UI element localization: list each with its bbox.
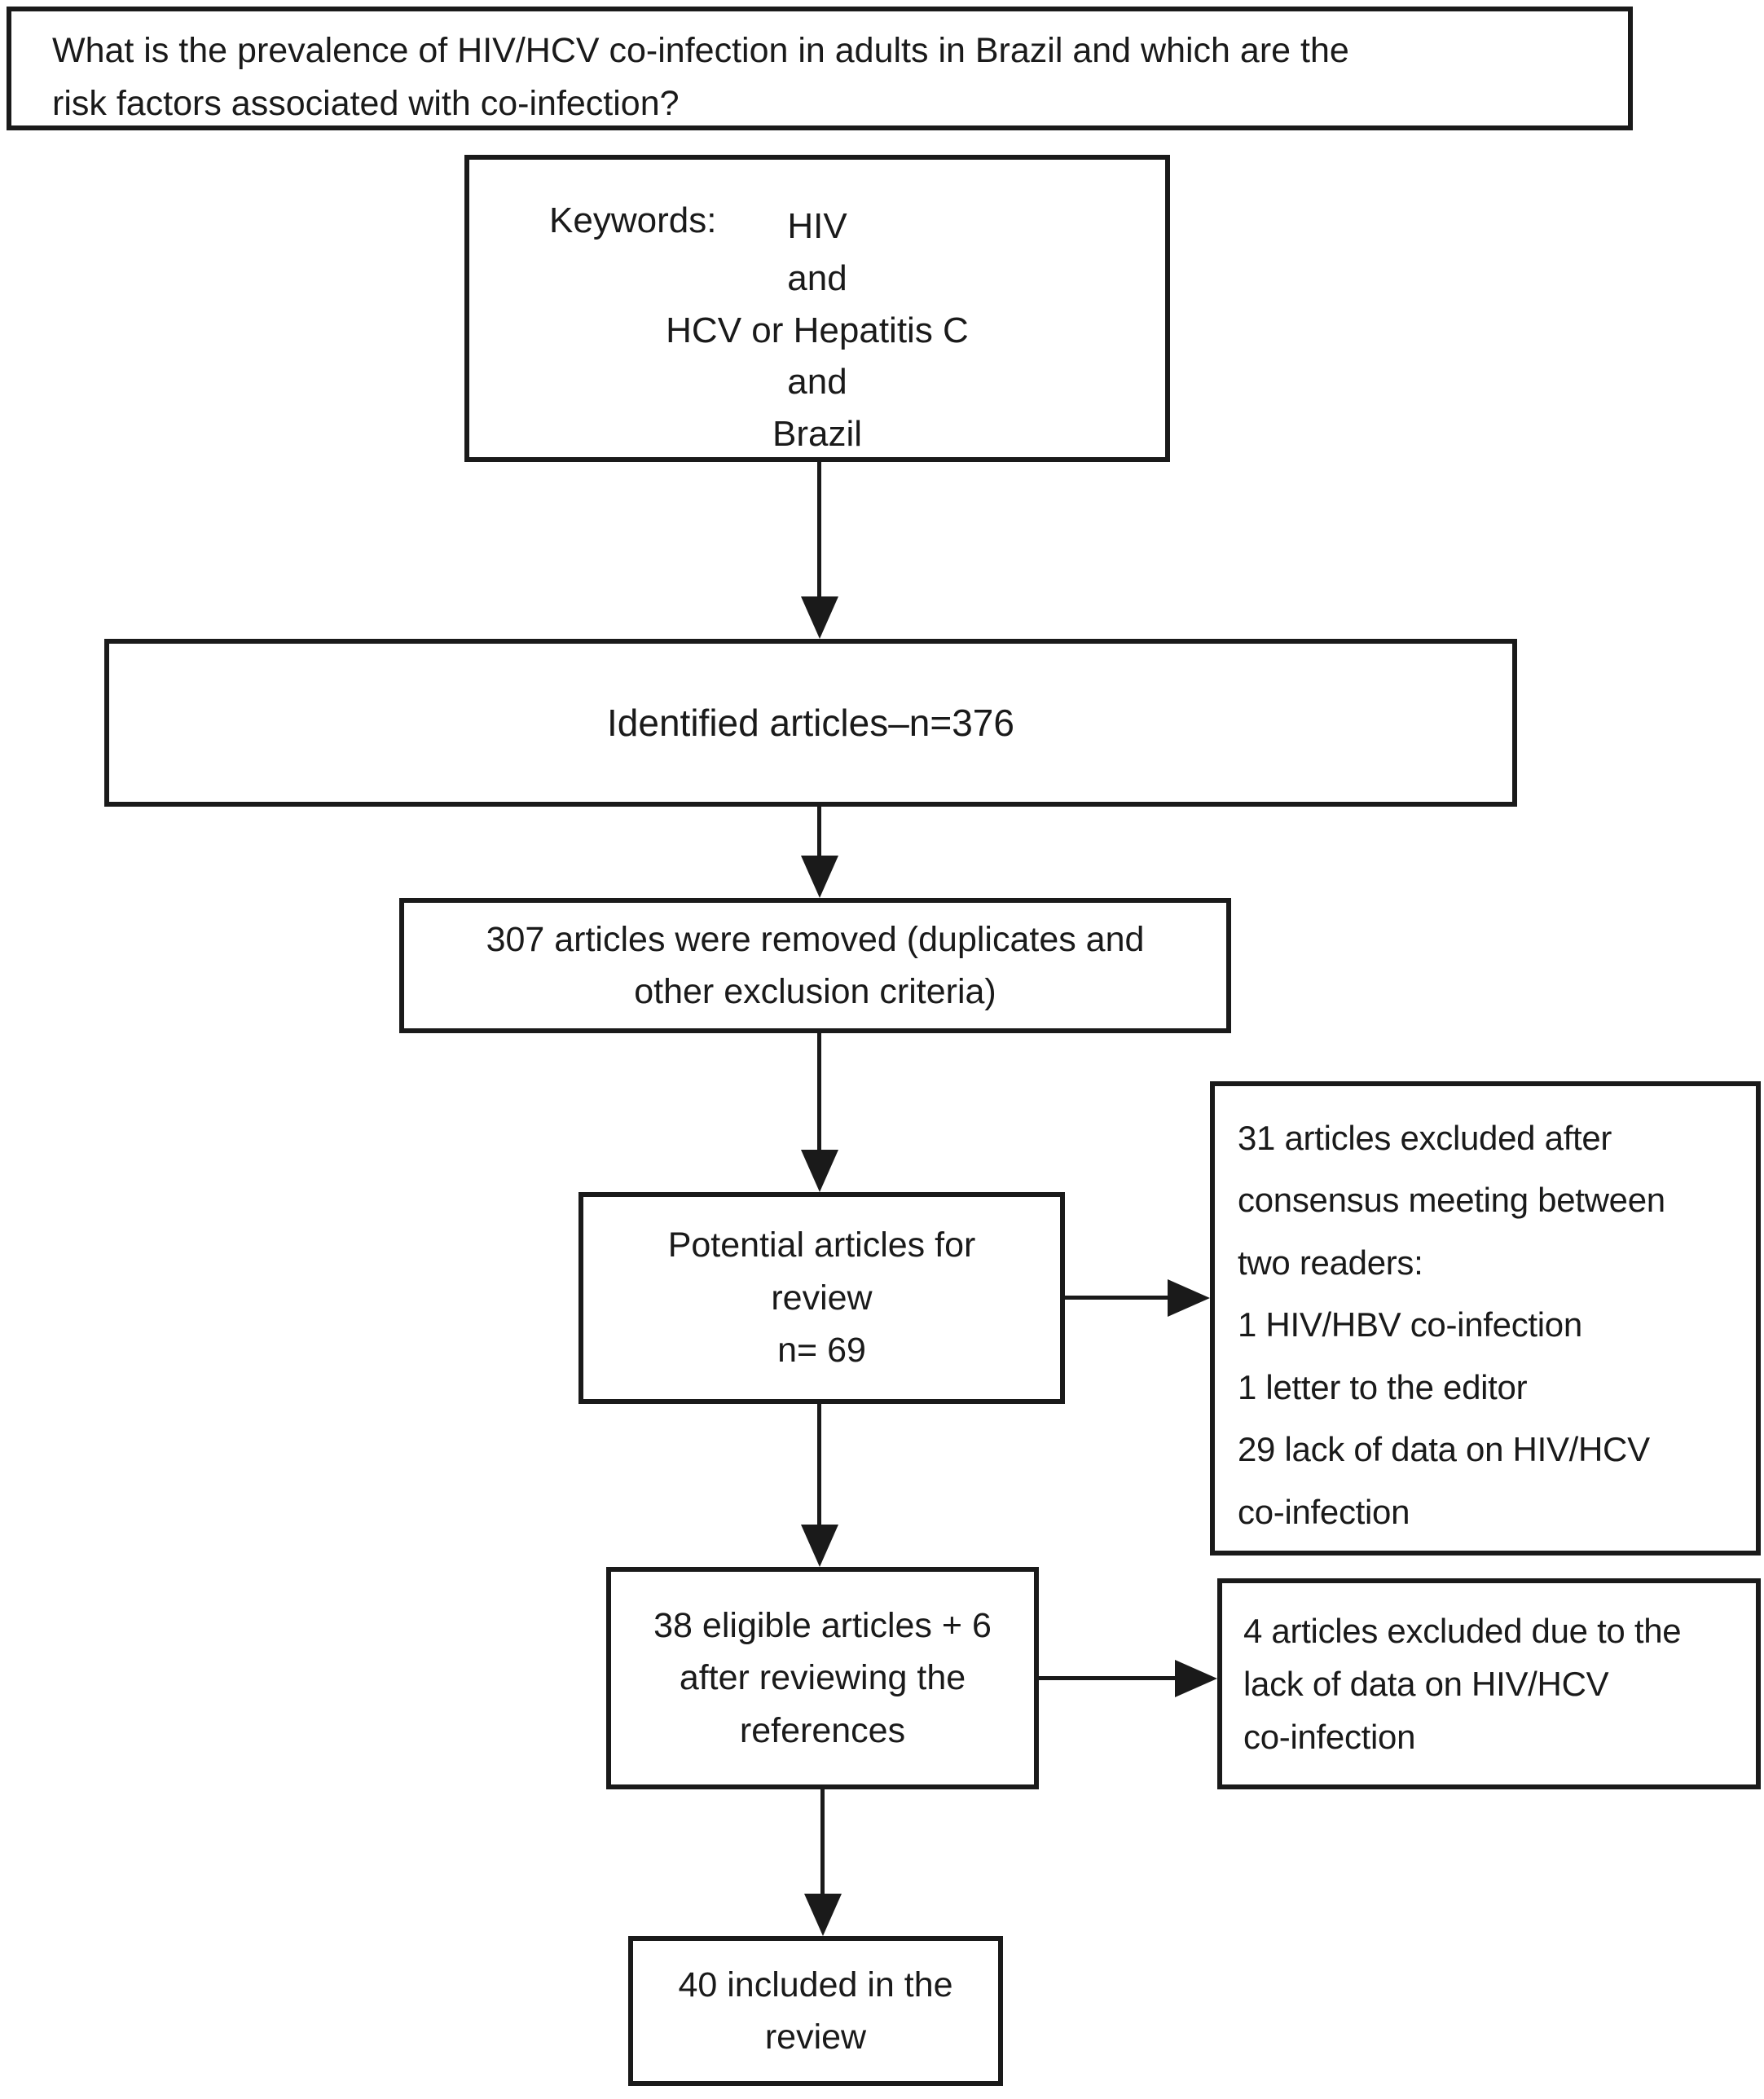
arrow-down-icon [804, 1894, 842, 1936]
consensus-exclusion-line: two readers: [1238, 1243, 1423, 1282]
reference-exclusion-box: 4 articles excluded due to the lack of d… [1217, 1578, 1761, 1789]
arrow-potential-to-eligible-line [817, 1404, 821, 1525]
arrow-down-icon [801, 596, 838, 639]
arrow-down-icon [801, 856, 838, 898]
arrow-identified-to-removed-line [817, 807, 821, 856]
consensus-exclusion-line: 1 HIV/HBV co-infection [1238, 1305, 1582, 1344]
potential-articles-line: review [771, 1278, 873, 1318]
reference-exclusion-line: lack of data on HIV/HCV [1243, 1665, 1609, 1704]
keyword-term: HCV or Hepatitis C [666, 310, 969, 350]
research-question-line: What is the prevalence of HIV/HCV co-inf… [52, 31, 1349, 70]
arrow-right-icon [1175, 1660, 1217, 1697]
keywords-label: Keywords: [549, 200, 717, 240]
arrow-eligible-to-exclusion-line [1039, 1676, 1175, 1680]
included-articles-line: 40 included in the [678, 1965, 953, 2004]
reference-exclusion-line: 4 articles excluded due to the [1243, 1612, 1682, 1650]
arrow-down-icon [801, 1525, 838, 1567]
reference-exclusion-line: co-infection [1243, 1718, 1416, 1757]
keyword-term: Brazil [772, 414, 863, 455]
keyword-operator: and [787, 362, 847, 403]
eligible-articles-line: 38 eligible articles + 6 [653, 1605, 992, 1645]
removed-articles-box: 307 articles were removed (duplicates an… [399, 898, 1231, 1033]
removed-articles-line: other exclusion criteria) [634, 972, 996, 1011]
removed-articles-line: 307 articles were removed (duplicates an… [486, 919, 1145, 959]
arrow-potential-to-exclusion-line [1065, 1296, 1168, 1300]
identified-articles-box: Identified articles–n=376 [104, 639, 1517, 807]
potential-articles-count: n= 69 [777, 1331, 866, 1371]
keywords-box: Keywords: HIV and HCV or Hepatitis C and… [464, 155, 1170, 462]
potential-articles-line: Potential articles for [667, 1226, 976, 1265]
consensus-exclusion-line: co-infection [1238, 1492, 1410, 1531]
research-question-line: risk factors associated with co-infectio… [52, 83, 680, 123]
eligible-articles-line: references [739, 1710, 906, 1750]
research-question-box: What is the prevalence of HIV/HCV co-inf… [7, 7, 1633, 130]
arrow-removed-to-potential-line [817, 1033, 821, 1150]
keyword-term: HIV [787, 206, 847, 246]
arrow-right-icon [1168, 1279, 1210, 1317]
keyword-operator: and [787, 257, 847, 298]
consensus-exclusion-line: 29 lack of data on HIV/HCV [1238, 1430, 1650, 1469]
arrow-down-icon [801, 1150, 838, 1192]
eligible-articles-line: after reviewing the [679, 1658, 966, 1698]
identified-articles-text: Identified articles–n=376 [607, 701, 1014, 744]
consensus-exclusion-line: 31 articles excluded after [1238, 1119, 1612, 1157]
eligible-articles-box: 38 eligible articles + 6 after reviewing… [606, 1567, 1039, 1789]
included-articles-line: review [764, 2018, 867, 2057]
arrow-eligible-to-included-line [820, 1789, 825, 1894]
arrow-keywords-to-identified-line [817, 462, 821, 596]
included-articles-box: 40 included in the review [628, 1936, 1003, 2086]
consensus-exclusion-box: 31 articles excluded after consensus mee… [1210, 1081, 1761, 1556]
keywords-terms: HIV and HCV or Hepatitis C and Brazil [469, 200, 1165, 460]
potential-articles-box: Potential articles for review n= 69 [578, 1192, 1065, 1404]
consensus-exclusion-line: consensus meeting between [1238, 1181, 1665, 1220]
consensus-exclusion-line: 1 letter to the editor [1238, 1367, 1528, 1406]
